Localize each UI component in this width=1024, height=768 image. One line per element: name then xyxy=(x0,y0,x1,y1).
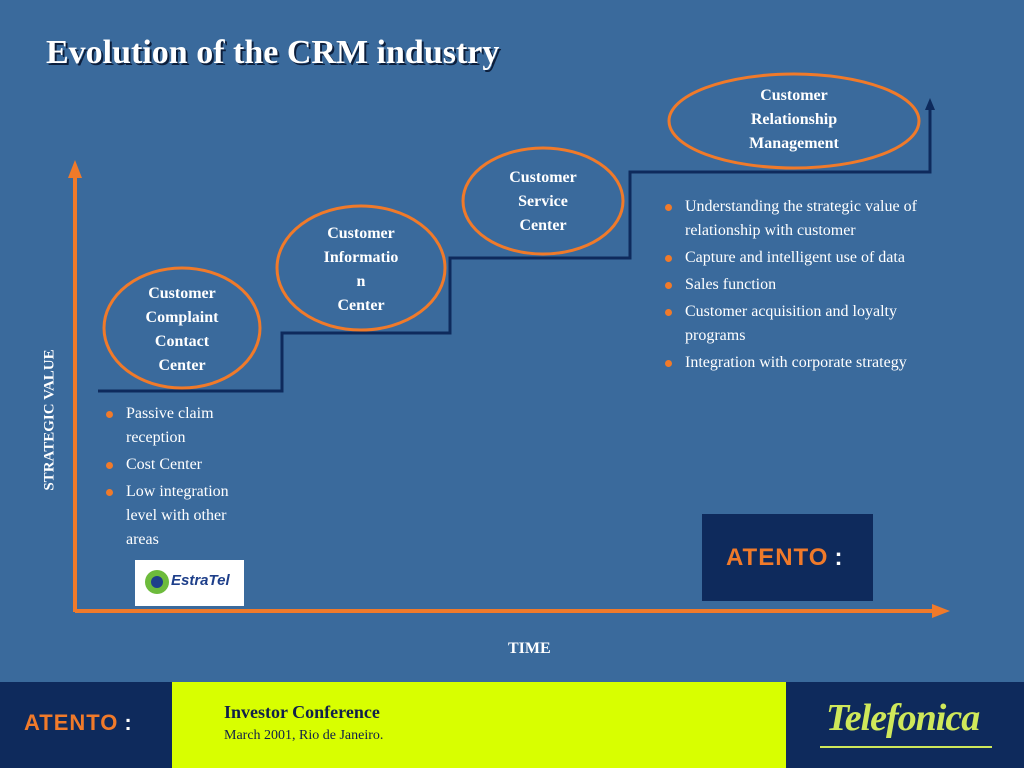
footer-atento-panel: ATENTO: xyxy=(0,682,172,768)
bullet-item: Cost Center xyxy=(102,453,262,477)
stage-label-line: Customer xyxy=(327,225,395,242)
conference-title: Investor Conference xyxy=(224,702,380,722)
evolution-staircase xyxy=(98,110,932,393)
stage-ellipse-information xyxy=(275,204,447,332)
stage-service-center: Customer Service Center xyxy=(463,166,623,238)
stage-label-line: Customer xyxy=(509,169,577,186)
footer-conference-panel: Investor Conference March 2001, Rio de J… xyxy=(172,682,786,768)
stage-ellipse-crm xyxy=(667,72,921,170)
crm-bullet-list: Understanding the strategic value of rel… xyxy=(661,195,923,378)
x-axis-label: TIME xyxy=(508,640,551,657)
atento-logo-box: ATENTO: xyxy=(702,514,873,601)
bullet-dot-icon xyxy=(665,204,672,211)
stage-label-line: Customer xyxy=(760,87,828,104)
stage-label-line: Center xyxy=(337,297,385,314)
bullet-dot-icon xyxy=(665,282,672,289)
bullet-dot-icon xyxy=(106,462,113,469)
stage-crm: Customer Relationship Management xyxy=(714,84,874,156)
early-stage-bullet-list: Passive claim reception Cost Center Low … xyxy=(102,402,262,555)
bullet-dot-icon xyxy=(665,309,672,316)
telefonica-logo: Telefonica xyxy=(826,697,980,739)
stage-label-line: Relationship xyxy=(750,111,838,128)
atento-logo-text: ATENTO xyxy=(24,710,119,735)
slide: Evolution of the CRM industry Customer C… xyxy=(41,34,950,657)
stage-information-center: Customer Informatio n Center xyxy=(281,222,441,318)
bullet-dot-icon xyxy=(665,255,672,262)
bullet-item: Understanding the strategic value of rel… xyxy=(661,195,923,243)
estratel-logo-text: EstraTel xyxy=(171,572,230,589)
estratel-mark-icon xyxy=(145,570,169,594)
bullet-item: Sales function xyxy=(661,273,923,297)
stage-label-line: Center xyxy=(158,357,206,374)
bullet-item: Customer acquisition and loyalty program… xyxy=(661,300,923,348)
stage-label-line: Complaint xyxy=(145,309,219,326)
stage-complaint-contact-center: Customer Complaint Contact Center xyxy=(102,282,262,378)
slide-title: Evolution of the CRM industry xyxy=(46,34,500,71)
conference-date: March 2001, Rio de Janeiro. xyxy=(224,728,384,743)
estratel-logo: EstraTel xyxy=(135,560,244,606)
atento-logo: ATENTO: xyxy=(726,544,843,572)
y-axis-label: STRATEGIC VALUE xyxy=(41,349,58,491)
atento-colon-icon: : xyxy=(124,710,133,735)
bullet-dot-icon xyxy=(106,489,113,496)
bullet-dot-icon xyxy=(665,360,672,367)
y-axis-arrowhead xyxy=(68,160,82,178)
stage-label-line: Management xyxy=(749,135,839,152)
footer-bar: ATENTO: Investor Conference March 2001, … xyxy=(0,682,1024,768)
bullet-dot-icon xyxy=(106,411,113,418)
bullet-item: Capture and intelligent use of data xyxy=(661,246,923,270)
stage-ellipse-service xyxy=(461,146,625,256)
footer-atento-logo: ATENTO: xyxy=(24,710,133,736)
atento-colon-icon: : xyxy=(834,544,844,571)
evolution-diagram xyxy=(68,72,950,618)
bullet-item: Passive claim reception xyxy=(102,402,262,450)
stage-label-line: n xyxy=(356,273,366,290)
bullet-item: Integration with corporate strategy xyxy=(661,351,923,375)
stage-ellipse-complaint xyxy=(102,266,262,390)
staircase-arrowhead xyxy=(925,98,935,110)
bullet-item: Low integration level with other areas xyxy=(102,480,262,552)
stage-label-line: Service xyxy=(518,193,568,210)
footer-telefonica-panel: Telefonica xyxy=(786,682,1024,768)
atento-logo-text: ATENTO xyxy=(726,544,829,571)
stage-label-line: Center xyxy=(519,217,567,234)
stage-label-line: Informatio xyxy=(323,249,399,266)
stage-label-line: Customer xyxy=(148,285,216,302)
telefonica-underline xyxy=(820,746,992,748)
stage-label-line: Contact xyxy=(154,333,210,350)
x-axis-arrowhead xyxy=(932,604,950,618)
